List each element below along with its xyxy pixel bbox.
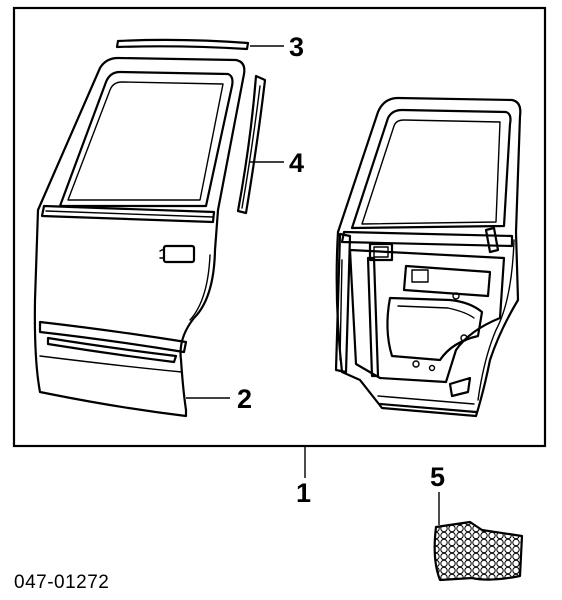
- callout-4: 4: [289, 148, 304, 178]
- door-inner-icon: [334, 96, 522, 418]
- callout-1: 1: [296, 478, 311, 508]
- roof-molding-strip: [115, 38, 250, 51]
- seal-pad-icon: [433, 520, 524, 582]
- pillar-strip: [236, 74, 267, 215]
- callout-5: 5: [430, 462, 445, 492]
- leader-lines: [186, 45, 440, 525]
- callout-3: 3: [289, 32, 304, 62]
- assembly-frame: [12, 6, 547, 448]
- diagram-code: 047-01272: [14, 572, 109, 593]
- door-outer-icon: [33, 56, 246, 418]
- callout-2: 2: [237, 384, 252, 414]
